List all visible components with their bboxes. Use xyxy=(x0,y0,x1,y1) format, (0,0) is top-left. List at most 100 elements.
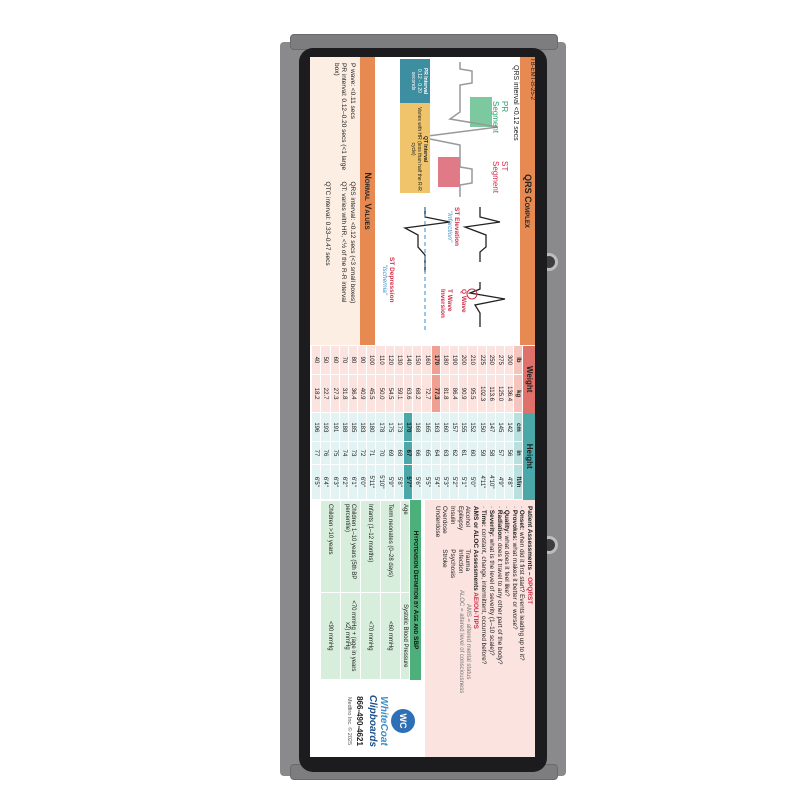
st-elevation-wave xyxy=(462,207,501,262)
column-header: lb xyxy=(513,345,523,375)
opqrst-item: · Severity: what is the level of severit… xyxy=(488,506,496,656)
table-row: Term neonates (0–28 days)<60 mmHg xyxy=(380,500,401,680)
table-cell: 160 xyxy=(421,345,432,375)
qt-interval-text: Varies with HR (less than half the R-R c… xyxy=(410,107,422,191)
table-cell: 200 xyxy=(458,345,468,375)
table-cell: 165 xyxy=(421,412,432,442)
table-cell: 183 xyxy=(357,412,367,442)
card-code: TB-EMT-B-25-2 xyxy=(529,58,535,101)
st-depression-sub: "Ischemia" xyxy=(381,264,388,296)
table-cell: 95.5 xyxy=(467,374,478,413)
aeiou-tips-item: Alcohol xyxy=(464,506,472,527)
table-cell: 36.4 xyxy=(348,374,358,413)
table-cell: 152 xyxy=(467,412,478,442)
normal-value-item: QRS interval: <0.12 secs (<3 small boxes… xyxy=(349,181,356,304)
opqrst-acronym: OPQRST xyxy=(526,577,533,605)
opqrst-desc: what is the level of severity (1–10 scal… xyxy=(488,538,496,656)
table-cell: 5'9" xyxy=(385,464,395,500)
table-cell: 113.6 xyxy=(486,374,496,413)
pr-interval-title: PR Interval xyxy=(422,67,428,95)
height-header: Height xyxy=(523,412,535,500)
aloc-title: AMS or ALOC Assessments xyxy=(471,506,479,593)
table-cell: 180 xyxy=(440,345,450,375)
qrs-title: QRS Complex xyxy=(520,57,535,345)
copyright: Medfiro Inc. © 2025 xyxy=(346,696,352,746)
table-cell: 5'4" xyxy=(431,464,441,500)
table-cell: 50.0 xyxy=(376,374,386,413)
opqrst-item: · Time: constant, change, intermittent, … xyxy=(480,506,488,665)
table-cell: 70 xyxy=(376,441,386,465)
normal-value-item: P wave: <0.11 secs xyxy=(349,63,356,119)
table-cell: 68.2 xyxy=(412,374,422,413)
table-cell: 120 xyxy=(385,345,395,375)
qrs-section: QRS Complex QRS interval <0.12 secs PR S… xyxy=(310,57,535,345)
table-cell: 60 xyxy=(467,441,478,465)
table-cell: 68 xyxy=(394,441,404,465)
table-cell: Infants (1–12 months) xyxy=(360,500,381,593)
table-cell: 81.8 xyxy=(440,374,450,413)
table-cell: 5'8" xyxy=(394,464,404,500)
table-cell: 193 xyxy=(320,412,331,442)
aeiou-tips-item: Underdose xyxy=(433,506,441,538)
table-cell: 62 xyxy=(449,441,459,465)
st-segment-bar xyxy=(438,157,460,187)
table-cell: 90 xyxy=(357,345,367,375)
opqrst-item: · Onset: when did it first start? Events… xyxy=(518,506,526,661)
table-cell: 100 xyxy=(366,345,376,375)
table-cell: 102.3 xyxy=(477,374,487,413)
aeiou-tips-item: Psychosis xyxy=(449,549,457,579)
table-cell: 57 xyxy=(495,441,505,465)
ams-note: AMS = altered mental status xyxy=(465,603,472,680)
q-wave-label: Q Wave xyxy=(460,289,467,313)
qt-interval-title: QT Interval xyxy=(422,135,428,163)
table-cell: 75 xyxy=(330,441,340,465)
table-cell: 5'6" xyxy=(412,464,422,500)
table-cell: 250 xyxy=(486,345,496,375)
table-cell: 40 xyxy=(311,345,321,375)
table-cell: 40.9 xyxy=(357,374,367,413)
table-cell: <60 mmHg xyxy=(380,592,401,680)
q-wave-circle xyxy=(466,288,478,300)
table-cell: 77 xyxy=(311,441,321,465)
column-header: in xyxy=(513,441,523,465)
opqrst-key: Time: xyxy=(480,509,488,527)
hypotension-table: Hypotension Definition by Age and SBP Ag… xyxy=(310,500,421,680)
brand-phone: 866-490-4621 xyxy=(355,696,364,746)
table-cell: 275 xyxy=(495,345,505,375)
st-depression-label: ST Depression xyxy=(388,257,395,303)
table-cell: 210 xyxy=(467,345,478,375)
table-cell: 74 xyxy=(339,441,349,465)
table-cell: 150 xyxy=(477,412,487,442)
aeiou-tips-item: Infection xyxy=(456,549,464,574)
table-cell: 178 xyxy=(376,412,386,442)
table-cell: 72 xyxy=(357,441,367,465)
table-cell: 80 xyxy=(348,345,358,375)
opqrst-item: · Quality: what does it feel like? xyxy=(503,506,511,597)
table-cell: 58 xyxy=(486,441,496,465)
opqrst-desc: what makes it better or worse? xyxy=(510,542,518,630)
opqrst-title: Patient Assessments – xyxy=(526,506,533,578)
table-row: Infants (1–12 months)<70 mmHg xyxy=(360,500,381,680)
pr-segment-bar xyxy=(470,97,492,127)
aloc-note: ALOC = altered level of consciousness xyxy=(457,590,464,694)
table-cell: 22.7 xyxy=(320,374,331,413)
ecg-diagram xyxy=(400,59,506,332)
table-cell: 4'8" xyxy=(504,464,514,500)
column-header: cm xyxy=(513,412,523,442)
aeiou-tips-item: Insulin xyxy=(449,506,457,525)
normal-values-title: Normal Values xyxy=(360,57,375,345)
table-cell: 60 xyxy=(330,345,340,375)
opqrst-desc: constant, change, intermittent, occurred… xyxy=(480,528,488,665)
opqrst-item: · Radiation: does it travel to any other… xyxy=(495,506,503,665)
table-cell: 5'11" xyxy=(366,464,376,500)
table-cell: 4'11" xyxy=(477,464,487,500)
brand-name-2: Clipboards xyxy=(367,694,378,748)
aloc-acronym: AEIOU-TIPS xyxy=(471,592,479,629)
table-cell: 5'7" xyxy=(403,464,413,500)
